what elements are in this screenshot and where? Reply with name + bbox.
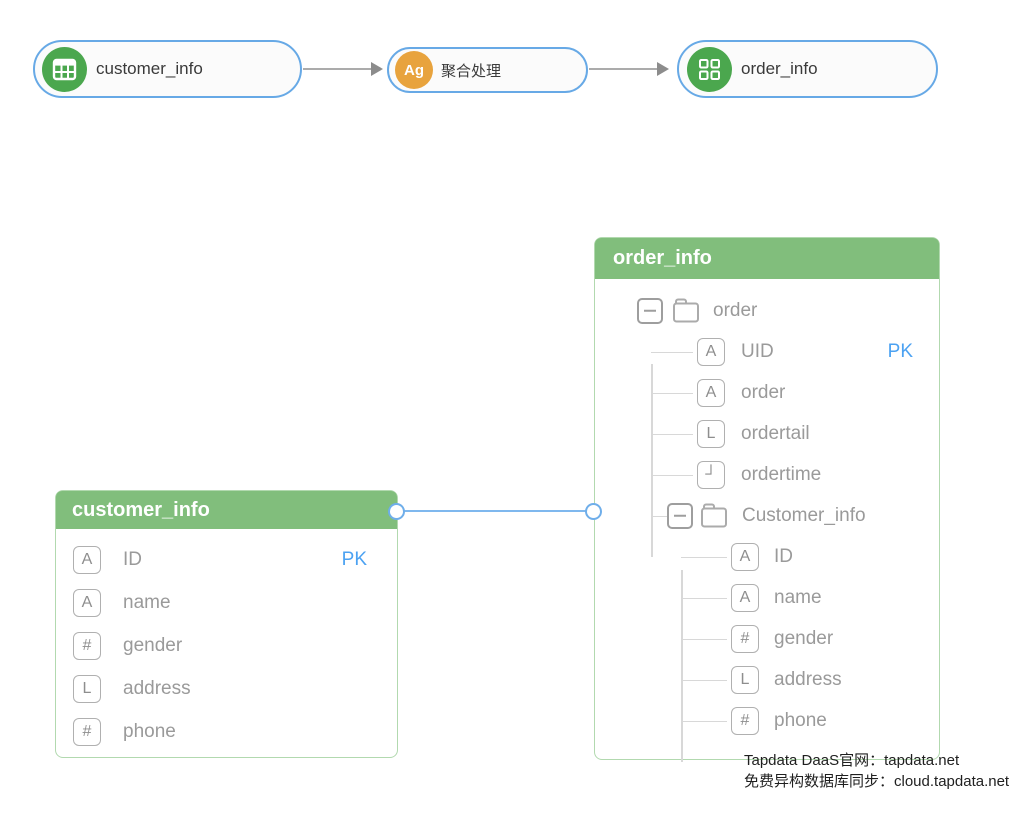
tree-row: order (595, 290, 939, 331)
tree-row: # gender (595, 618, 939, 659)
number-type-icon: # (73, 717, 101, 746)
collapse-minus-icon[interactable] (667, 502, 693, 529)
string-type-icon: A (697, 337, 725, 366)
watermark: Tapdata DaaS官网：tapdata.net 免费异构数据库同步：clo… (744, 750, 1009, 792)
flow-node-label: customer_info (96, 59, 203, 78)
number-type-icon: # (731, 706, 759, 735)
tree-row: A name (595, 577, 939, 618)
flow-node-label: 聚合处理 (441, 62, 502, 80)
flow-edge (589, 68, 657, 70)
arrow-right-icon (657, 62, 669, 76)
table-row: L address (56, 667, 397, 710)
tree-row: A order (595, 372, 939, 413)
schema-card-customer-info[interactable]: customer_info A ID PK A name # gender L … (55, 490, 398, 758)
primary-key-badge: PK (887, 340, 913, 362)
tree-row: L ordertail (595, 413, 939, 454)
table-row: A name (56, 581, 397, 624)
schema-connection-line (397, 510, 594, 512)
flow-node-label: order_info (741, 59, 818, 78)
table-row: # phone (56, 710, 397, 753)
tree-row: L address (595, 659, 939, 700)
schema-card-title[interactable]: order_info (595, 238, 939, 279)
flow-edge (303, 68, 371, 70)
table-icon (42, 46, 87, 92)
table-row: A ID PK (56, 538, 397, 581)
array-type-icon: L (73, 674, 101, 703)
flow-node-customer-info[interactable]: customer_info (33, 40, 302, 98)
string-type-icon: A (731, 583, 759, 612)
flow-node-order-info[interactable]: order_info (677, 40, 938, 98)
folder-icon (671, 297, 701, 324)
primary-key-badge: PK (341, 548, 367, 570)
tree-row: A ID (595, 536, 939, 577)
tree-row: ┘ ordertime (595, 454, 939, 495)
array-type-icon: L (731, 665, 759, 694)
folder-icon (699, 502, 729, 529)
aggregate-icon: Ag (395, 51, 433, 89)
grid-icon (687, 46, 732, 92)
watermark-line1: Tapdata DaaS官网：tapdata.net (744, 752, 960, 769)
schema-card-order-info[interactable]: order_info order A UID PK A (594, 237, 940, 762)
tree-row: Customer_info (595, 495, 939, 536)
schema-card-title[interactable]: customer_info (56, 491, 397, 529)
string-type-icon: A (73, 588, 101, 617)
arrow-right-icon (371, 62, 383, 76)
tree-connector (651, 364, 653, 557)
field-list: A ID PK A name # gender L address # phon… (56, 529, 397, 753)
connection-port-icon[interactable] (585, 503, 602, 520)
collapse-minus-icon[interactable] (637, 297, 663, 324)
flow-node-aggregate[interactable]: Ag 聚合处理 (387, 47, 588, 93)
tree-row: A UID PK (595, 331, 939, 372)
string-type-icon: A (731, 542, 759, 571)
table-row: # gender (56, 624, 397, 667)
array-type-icon: L (697, 419, 725, 448)
number-type-icon: # (731, 624, 759, 653)
connection-port-icon[interactable] (388, 503, 405, 520)
number-type-icon: # (73, 631, 101, 660)
string-type-icon: A (73, 545, 101, 574)
watermark-line2: 免费异构数据库同步：cloud.tapdata.net (744, 773, 1010, 790)
schema-tree: order A UID PK A order L ordertail ┘ ord… (595, 279, 939, 762)
datetime-type-icon: ┘ (697, 460, 725, 489)
string-type-icon: A (697, 378, 725, 407)
tree-connector (681, 570, 683, 762)
tree-row: # phone (595, 700, 939, 741)
